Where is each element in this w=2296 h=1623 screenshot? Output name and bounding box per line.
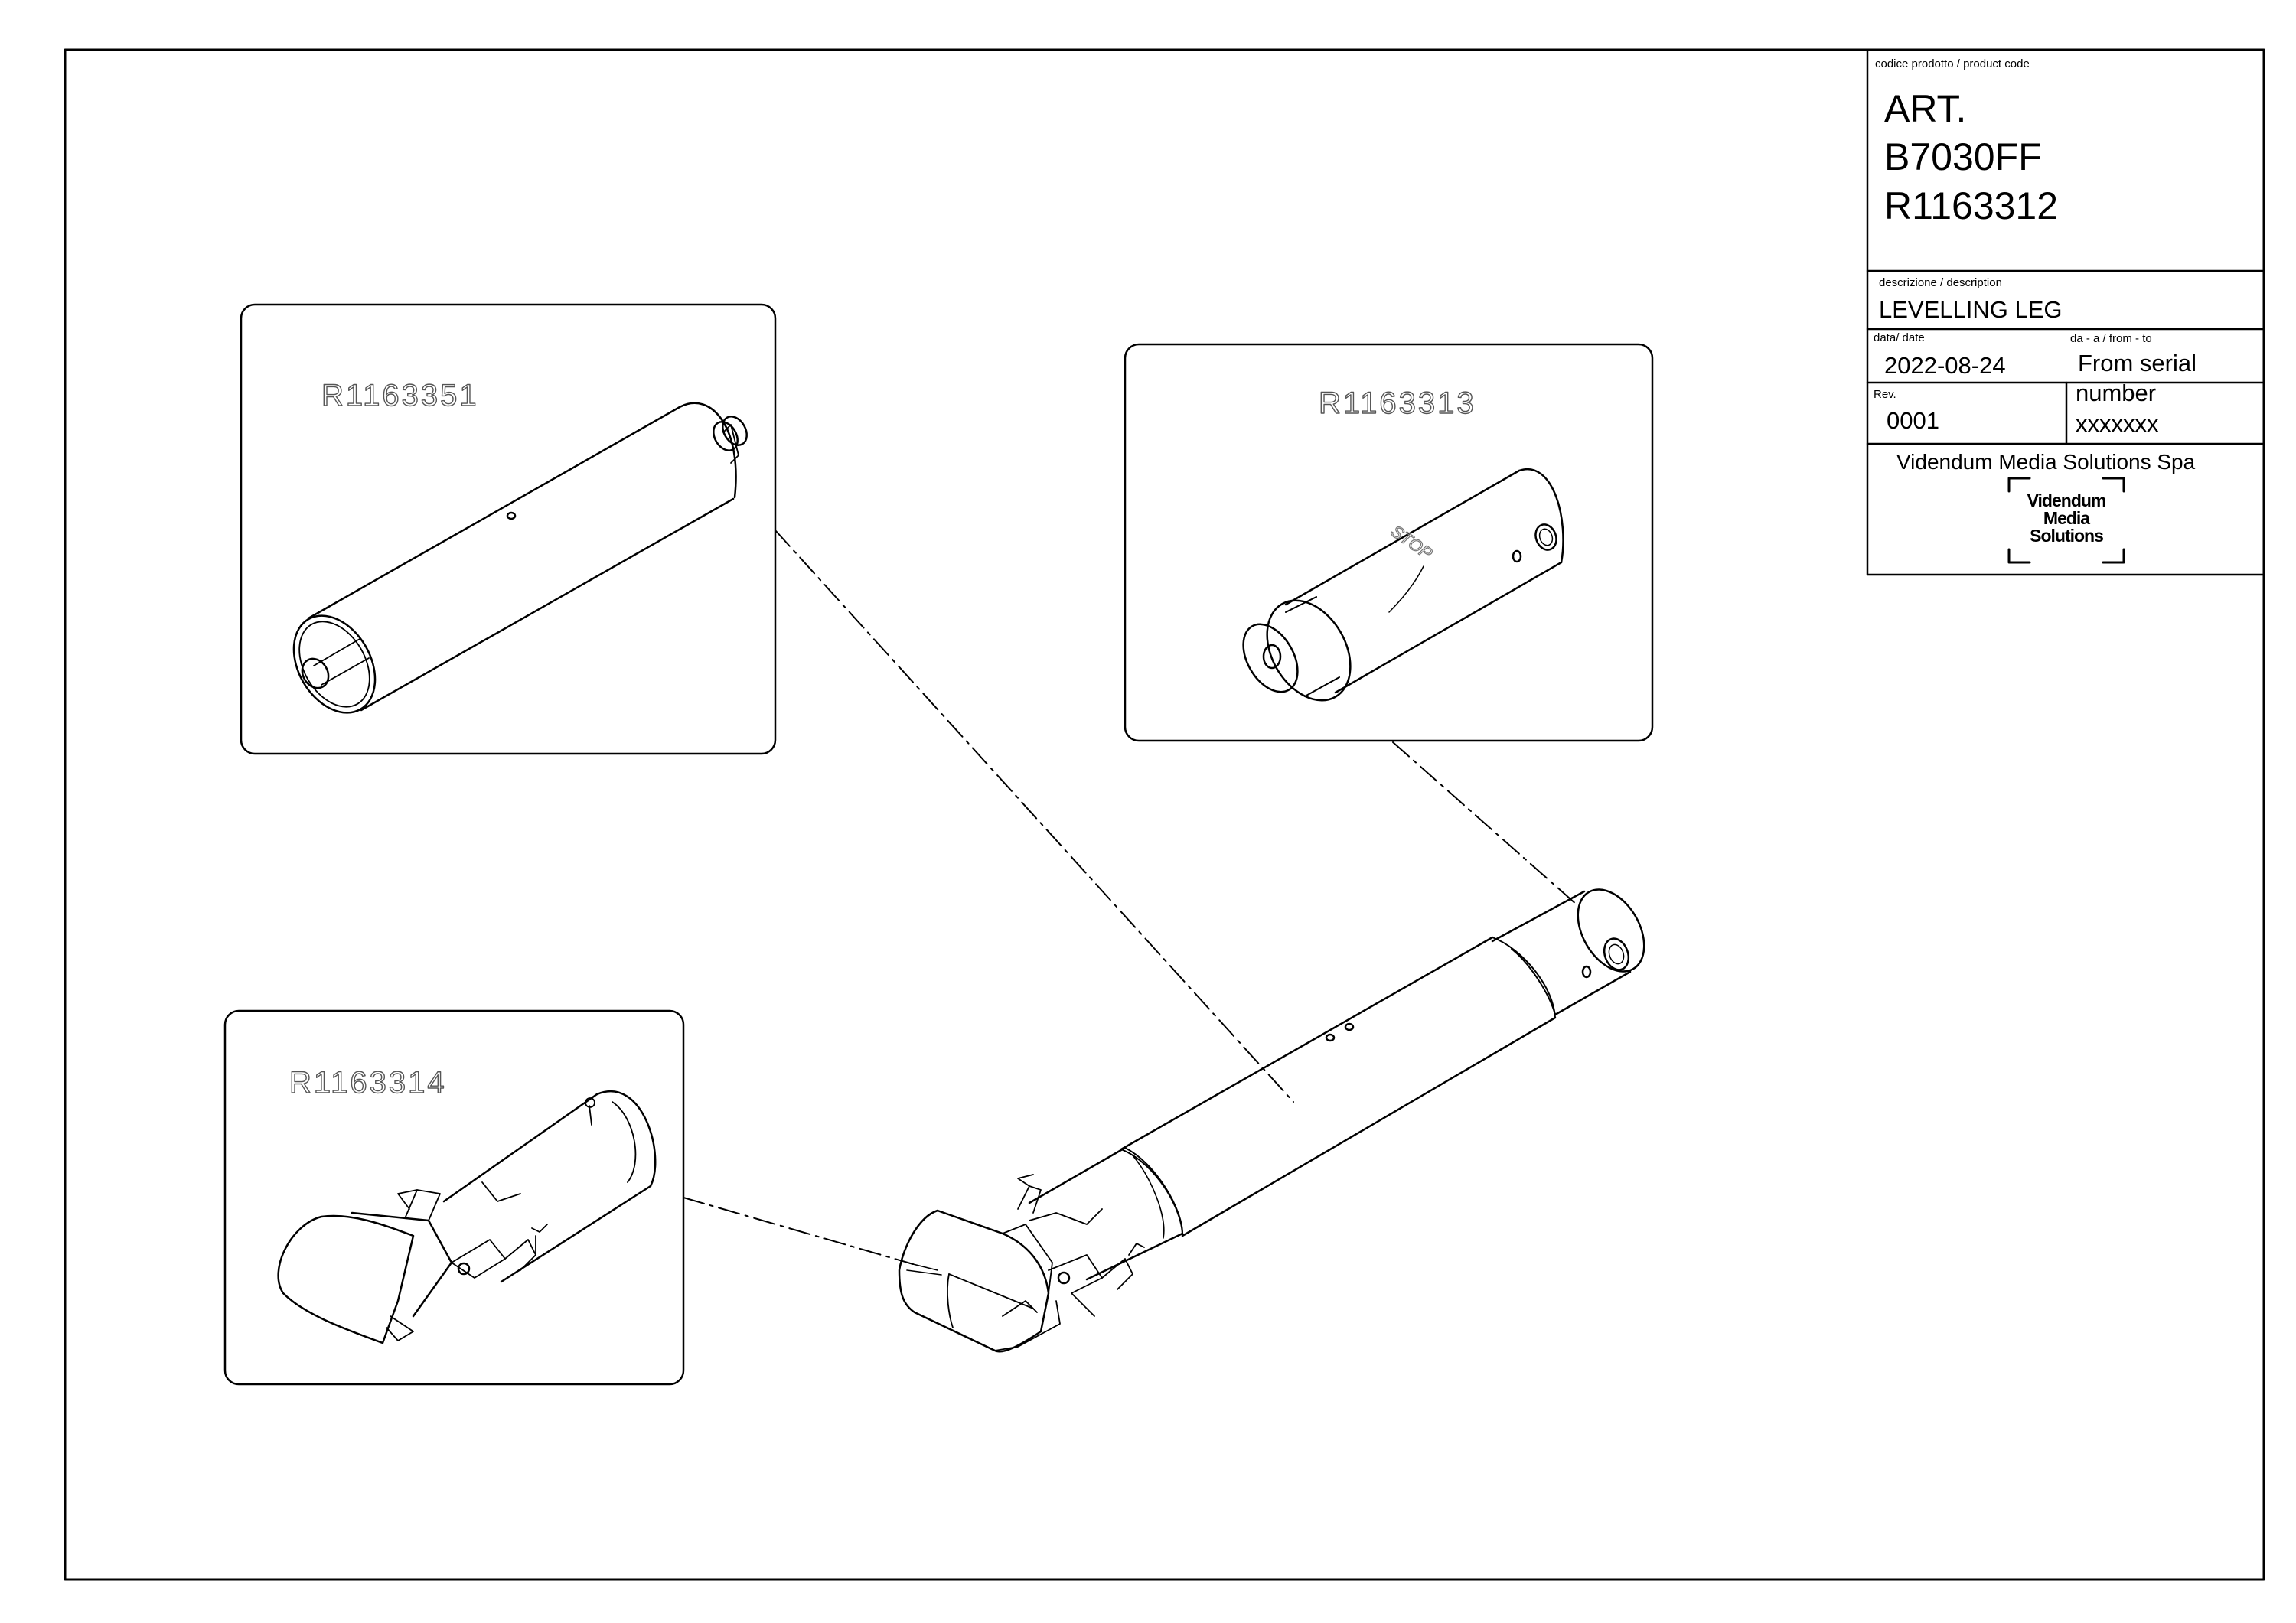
from-to-label: da - a / from - to [2070,332,2152,345]
leader-line-b [1392,741,1577,905]
leader-line-a [775,530,1294,1103]
company-logo: Videndum Media Solutions [2020,492,2112,545]
logo-line-2: Media [2043,508,2090,528]
from-to-line1: From serial [2078,350,2197,376]
rev-value: 0001 [1887,407,1939,434]
callout-box-b: R1163313 STOP [1124,343,1654,742]
leader-line-c [683,1197,914,1265]
product-code-label: codice prodotto / product code [1875,57,2030,70]
title-block-grid [1866,48,2265,576]
main-assembly [898,888,1645,1353]
company-name: Videndum Media Solutions Spa [1896,450,2196,474]
callout-box-a: R1163351 [240,303,777,755]
logo-line-3: Solutions [2030,526,2104,546]
from-to-line3: xxxxxxx [2076,410,2159,437]
drawing-border [64,48,2265,1581]
description-label: descrizione / description [1879,276,2002,289]
rev-label: Rev. [1874,388,1896,401]
tube-part-a [292,402,748,714]
callout-label-a: R1163351 [321,379,479,412]
from-to-line2: number [2076,380,2157,406]
callout-label-b: R1163313 [1319,386,1476,420]
logo-frame-icon [2007,477,2125,564]
tube-part-b: STOP [1242,468,1564,702]
part-number: R1163312 [1884,184,2059,227]
art-prefix: ART. [1884,87,1967,130]
callout-label-c: R1163314 [289,1066,447,1100]
logo-line-1: Videndum [2027,490,2107,510]
date-value: 2022-08-24 [1884,352,2006,379]
date-label: data/ date [1874,331,1925,344]
art-code: B7030FF [1884,135,2042,178]
leader-lines [683,530,1577,1265]
callout-box-c: R1163314 [223,1009,685,1386]
foot-part-c [277,1090,657,1344]
description-value: LEVELLING LEG [1879,296,2063,323]
